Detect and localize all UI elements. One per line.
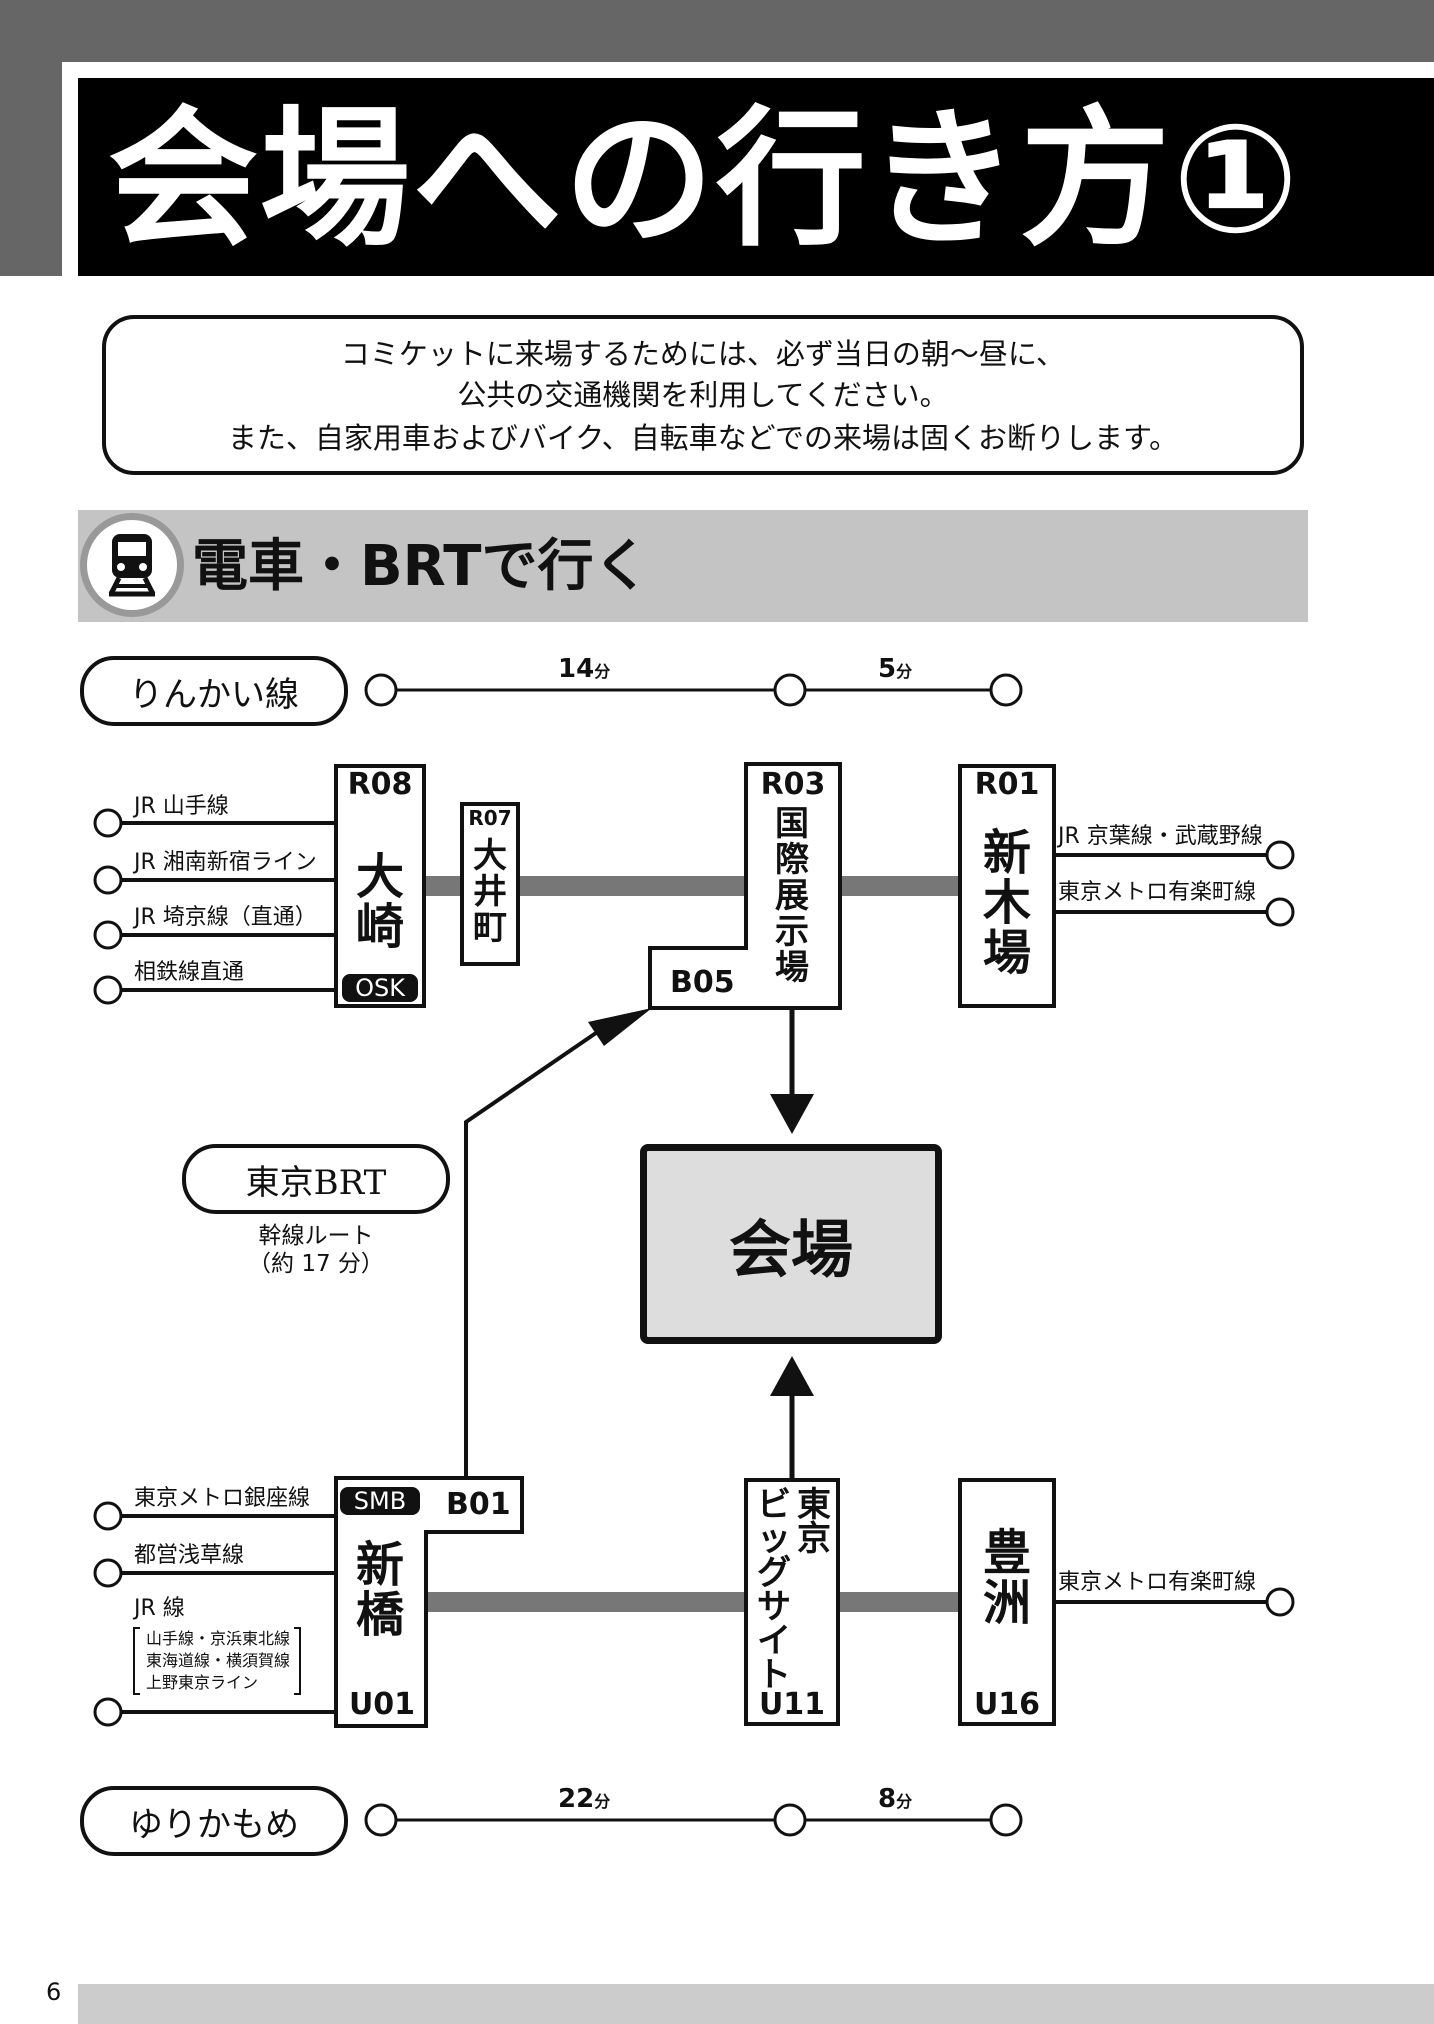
page-number: 6 <box>46 1978 62 2006</box>
connection-label: JR 線 <box>134 1596 185 1621</box>
station-code: U11 <box>758 1687 826 1722</box>
header-band <box>0 0 1434 62</box>
rinkai-track <box>838 876 960 896</box>
station-name-tokyo: 東京 <box>797 1485 831 1559</box>
brt-arrowhead <box>588 1008 652 1046</box>
station-name-oosaki: 大崎 <box>355 849 404 955</box>
train-icon <box>80 513 184 617</box>
connection-node <box>93 1501 123 1531</box>
rinkai-timeline-node <box>773 673 807 707</box>
station-code: U01 <box>348 1687 416 1722</box>
station-oosaki-box <box>334 764 426 1008</box>
yurikamome-time-2: 8分 <box>878 1784 913 1814</box>
connection-node <box>1265 897 1295 927</box>
brt-travel-time: （約 17 分） <box>248 1251 384 1277</box>
station-code: R03 <box>760 767 826 802</box>
arrow-to-venue-head <box>770 1356 814 1396</box>
jr-line-detail: 上野東京ライン <box>146 1673 259 1692</box>
connection-label: JR 京葉線・武蔵野線 <box>1058 824 1263 849</box>
connection-label: 相鉄線直通 <box>134 960 245 985</box>
connection-label: JR 山手線 <box>134 794 229 819</box>
station-name-kokusai-tenjijo: 国際展示場 <box>775 804 809 988</box>
jr-bracket-right <box>294 1627 301 1695</box>
connection-label: 都営浅草線 <box>134 1543 245 1568</box>
brt-route-line <box>464 1020 614 1478</box>
station-code: R07 <box>468 806 512 830</box>
notice-line-2: 公共の交通機関を利用してください。 <box>457 378 949 412</box>
connection-label: 東京メトロ銀座線 <box>134 1486 311 1511</box>
station-bigsight-box <box>744 1478 840 1726</box>
yurikamome-track <box>838 1592 960 1612</box>
station-ooimachi-box <box>460 802 520 966</box>
connection-node <box>93 1558 123 1588</box>
notice-box <box>102 315 1304 475</box>
station-name-ooimachi: 大井町 <box>473 836 507 948</box>
connection-node <box>93 920 123 950</box>
connection-node <box>93 975 123 1005</box>
connection-node <box>93 808 123 838</box>
yurikamome-timeline-node <box>773 1803 807 1837</box>
jr-line-detail: 東海道線・横須賀線 <box>146 1651 291 1670</box>
page-title: 会場への行き方① <box>108 93 1302 267</box>
header-side-band <box>0 62 62 276</box>
station-name-shinkiba: 新木場 <box>982 825 1031 981</box>
connection-node <box>93 865 123 895</box>
connection-label: 東京メトロ有楽町線 <box>1058 880 1257 905</box>
yurikamome-track <box>424 1592 748 1612</box>
notice-line-3: また、自家用車およびバイク、自転車などでの来場は固くお断りします。 <box>227 421 1179 455</box>
yurikamome-line-label: ゆりかもめ <box>80 1786 348 1856</box>
brt-station-code: B01 <box>446 1487 511 1522</box>
arrow-to-venue-head <box>770 1094 814 1134</box>
connection-node <box>93 1697 123 1727</box>
rinkai-timeline-node <box>364 673 398 707</box>
station-shinbashi-box <box>334 1476 524 1728</box>
yurikamome-timeline-node <box>989 1803 1023 1837</box>
yurikamome-timeline-node <box>364 1803 398 1837</box>
station-name-toyosu: 豊洲 <box>982 1525 1031 1631</box>
connection-node <box>1265 1587 1295 1617</box>
connection-label: JR 埼京線（直通） <box>134 905 317 930</box>
section-header <box>78 510 1308 622</box>
rinkai-time-1: 14分 <box>558 654 611 684</box>
connection-label: JR 湘南新宿ライン <box>134 850 317 875</box>
station-kokusai-tenjijo-box <box>648 762 842 1010</box>
jr-line-detail: 山手線・京浜東北線 <box>146 1629 291 1648</box>
station-code: R08 <box>347 767 413 802</box>
venue-box: 会場 <box>640 1144 942 1344</box>
station-toyosu-box <box>958 1478 1056 1726</box>
yurikamome-time-1: 22分 <box>558 1784 611 1814</box>
title-bar <box>78 78 1434 276</box>
section-title: 電車・BRTで行く <box>192 534 650 599</box>
brt-label: 東京BRT <box>182 1144 450 1214</box>
brt-station-code: B05 <box>670 965 735 1000</box>
notice-line-1: コミケットに来場するためには、必ず当日の朝〜昼に、 <box>340 337 1066 371</box>
station-code: R01 <box>974 767 1040 802</box>
brt-route-name: 幹線ルート <box>258 1223 374 1249</box>
station-name-bigsight: ビッグサイト <box>757 1485 791 1695</box>
station-code: U16 <box>973 1687 1041 1722</box>
rinkai-line-label: りんかい線 <box>80 656 348 726</box>
footer-band <box>78 1984 1434 2024</box>
rinkai-timeline-node <box>989 673 1023 707</box>
station-tag: SMB <box>340 1487 420 1515</box>
connection-node <box>1265 840 1295 870</box>
station-shinkiba-box <box>958 764 1056 1008</box>
station-tag: OSK <box>342 974 418 1002</box>
connection-label: 東京メトロ有楽町線 <box>1058 1570 1257 1595</box>
rinkai-time-2: 5分 <box>878 654 913 684</box>
station-name-shinbashi: 新橋 <box>355 1537 404 1643</box>
jr-bracket-left <box>133 1627 140 1695</box>
